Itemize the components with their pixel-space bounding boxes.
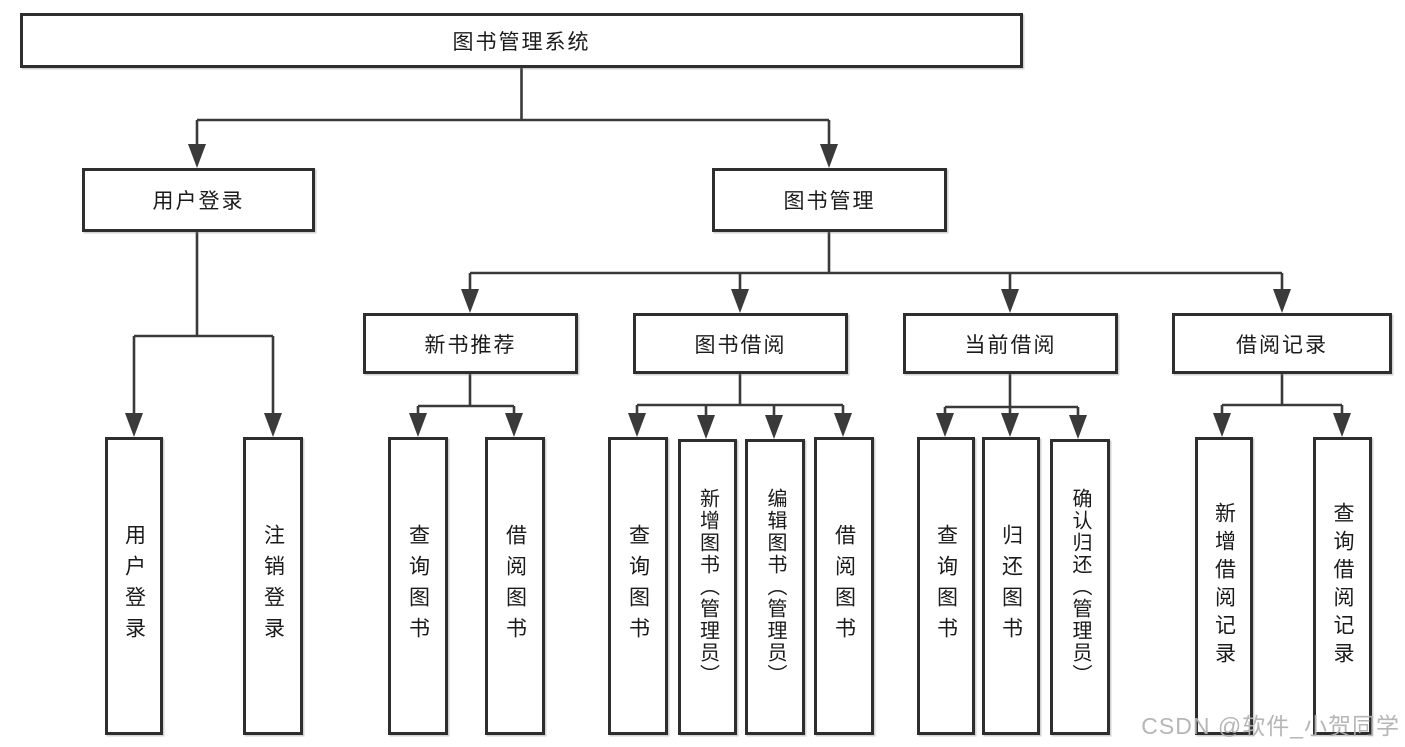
leaf-query-book-borrow-label: 查询图书 bbox=[626, 524, 650, 648]
leaf-query-borrow-record: 查询借阅记录 bbox=[1313, 437, 1372, 735]
leaf-user-login-label: 用户登录 bbox=[122, 524, 146, 648]
node-new-book-recommend-label: 新书推荐 bbox=[424, 333, 517, 357]
leaf-add-borrow-record: 新增借阅记录 bbox=[1195, 437, 1253, 735]
leaf-borrow-book: 借阅图书 bbox=[814, 437, 874, 735]
leaf-query-book-current-label: 查询图书 bbox=[934, 524, 958, 648]
leaf-query-book-recommend-label: 查询图书 bbox=[406, 524, 430, 648]
leaf-return-book-label: 归还图书 bbox=[999, 524, 1023, 648]
leaf-logout: 注销登录 bbox=[243, 437, 303, 735]
leaf-add-book-admin: 新增图书（管理员） bbox=[678, 439, 737, 735]
node-root: 图书管理系统 bbox=[20, 13, 1023, 68]
leaf-confirm-return-admin-label: 确认归还（管理员） bbox=[1069, 488, 1091, 686]
leaf-edit-book-admin-label: 编辑图书（管理员） bbox=[764, 488, 786, 686]
node-current-borrow-label: 当前借阅 bbox=[964, 333, 1057, 357]
leaf-query-book-borrow: 查询图书 bbox=[608, 437, 668, 735]
leaf-query-book-current: 查询图书 bbox=[917, 437, 975, 735]
node-book-management: 图书管理 bbox=[712, 168, 947, 232]
leaf-query-borrow-record-label: 查询借阅记录 bbox=[1331, 502, 1354, 670]
leaf-query-book-recommend: 查询图书 bbox=[388, 437, 448, 735]
node-root-label: 图书管理系统 bbox=[452, 30, 591, 54]
csdn-watermark: CSDN @软件_小贺同学 bbox=[1141, 713, 1400, 739]
leaf-borrow-book-recommend-label: 借阅图书 bbox=[503, 524, 527, 648]
leaf-return-book: 归还图书 bbox=[982, 437, 1040, 735]
node-book-management-label: 图书管理 bbox=[783, 190, 876, 213]
node-user-login-group: 用户登录 bbox=[82, 168, 315, 232]
node-book-borrow-label: 图书借阅 bbox=[694, 333, 787, 357]
leaf-edit-book-admin: 编辑图书（管理员） bbox=[745, 439, 805, 735]
node-book-borrow: 图书借阅 bbox=[633, 313, 848, 374]
node-current-borrow: 当前借阅 bbox=[903, 313, 1118, 374]
leaf-borrow-book-recommend: 借阅图书 bbox=[485, 437, 545, 735]
node-new-book-recommend: 新书推荐 bbox=[363, 313, 578, 374]
leaf-confirm-return-admin: 确认归还（管理员） bbox=[1050, 439, 1110, 735]
connector-lines bbox=[132, 68, 1344, 421]
leaf-logout-label: 注销登录 bbox=[261, 524, 285, 648]
node-borrow-record-label: 借阅记录 bbox=[1236, 333, 1328, 357]
node-borrow-record: 借阅记录 bbox=[1172, 313, 1392, 374]
arrowheads bbox=[125, 144, 1351, 439]
node-user-login-group-label: 用户登录 bbox=[152, 190, 245, 213]
leaf-borrow-book-label: 借阅图书 bbox=[832, 524, 856, 648]
leaf-add-book-admin-label: 新增图书（管理员） bbox=[696, 488, 719, 686]
leaf-user-login: 用户登录 bbox=[105, 437, 163, 735]
leaf-add-borrow-record-label: 新增借阅记录 bbox=[1212, 502, 1236, 670]
